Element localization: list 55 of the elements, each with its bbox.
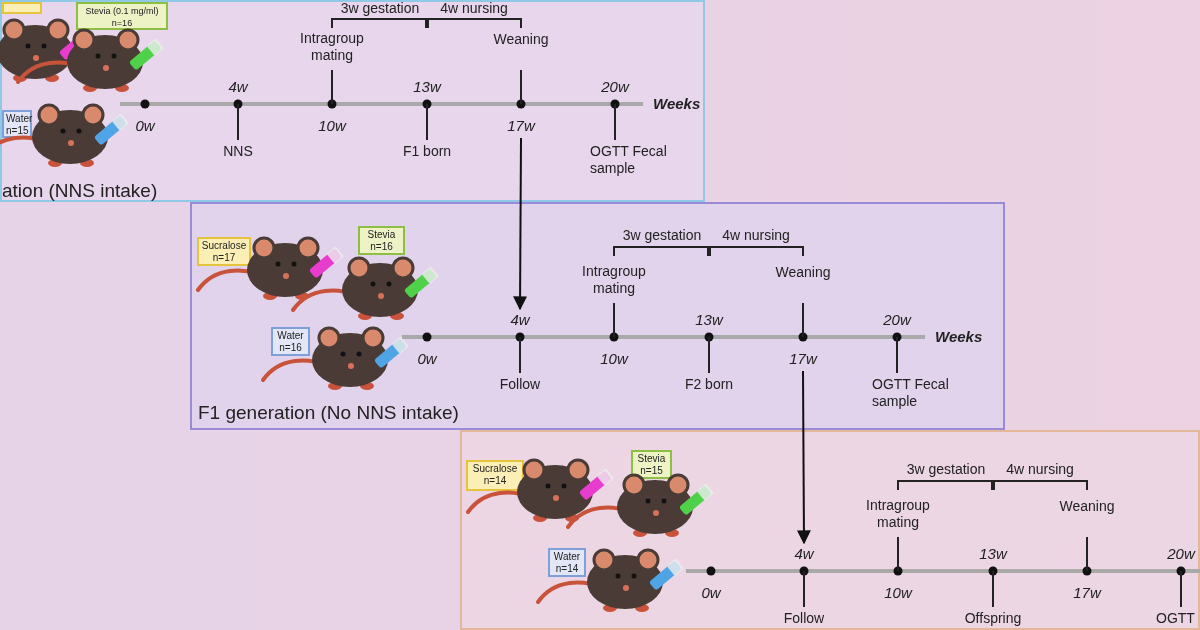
group-label-box: Water n=14 <box>548 548 586 577</box>
tick-label: 0w <box>417 350 437 367</box>
group-label-box: Sucralose n=14 <box>466 460 524 491</box>
panel-title: ation (NNS intake) <box>2 180 158 202</box>
event-label: Weaning <box>775 264 831 281</box>
group-label-box <box>2 2 42 14</box>
tick-label: 0w <box>701 584 721 601</box>
tick-label: 17w <box>789 350 817 367</box>
event-label: Weaning <box>493 31 549 48</box>
phase-label: 3w gestation <box>340 0 420 17</box>
event-label: OGTT Fecal sample <box>590 143 668 177</box>
panel-frame <box>190 202 1005 430</box>
event-label: F1 born <box>402 143 452 160</box>
event-label: Follow <box>499 376 541 393</box>
phase-label: 4w nursing <box>440 0 508 17</box>
event-label: OGTT Fecal sample <box>872 376 950 410</box>
phase-label: 4w nursing <box>722 227 790 244</box>
axis-label: Weeks <box>653 95 701 112</box>
tick-label: 17w <box>507 117 535 134</box>
group-label-box: Water n=15 <box>2 110 32 138</box>
tick-label: 20w <box>1167 545 1195 562</box>
event-label: Intragroup mating <box>299 30 365 64</box>
phase-label: 3w gestation <box>622 227 702 244</box>
event-label: OGTT <box>1156 610 1196 627</box>
tick-label: 10w <box>884 584 912 601</box>
tick-label: 10w <box>318 117 346 134</box>
event-label: Intragroup mating <box>581 263 647 297</box>
arrow <box>796 370 811 545</box>
event-label: Intragroup mating <box>865 497 931 531</box>
event-label: Offspring <box>964 610 1022 627</box>
group-label-box: Stevia n=16 <box>358 226 405 255</box>
tick-label: 0w <box>135 117 155 134</box>
event-label: Weaning <box>1059 498 1115 515</box>
tick-label: 17w <box>1073 584 1101 601</box>
tick-label: 20w <box>601 78 629 95</box>
group-label-box: Water n=16 <box>271 327 310 356</box>
arrow <box>513 137 528 311</box>
group-label-box: Sucralose n=17 <box>197 237 251 266</box>
tick-label: 13w <box>695 311 723 328</box>
tick-label: 13w <box>979 545 1007 562</box>
event-label: F2 born <box>684 376 734 393</box>
tick-label: 4w <box>794 545 814 562</box>
axis-label: Weeks <box>935 328 983 345</box>
tick-label: 4w <box>228 78 248 95</box>
tick-label: 4w <box>510 311 530 328</box>
tick-label: 20w <box>883 311 911 328</box>
event-label: Follow <box>783 610 825 627</box>
group-label-box: Stevia (0.1 mg/ml) n=16 <box>76 2 168 30</box>
tick-label: 13w <box>413 78 441 95</box>
panel-title: F1 generation (No NNS intake) <box>198 402 459 424</box>
phase-label: 3w gestation <box>906 461 986 478</box>
event-label: NNS <box>223 143 253 160</box>
phase-label: 4w nursing <box>1006 461 1074 478</box>
tick-label: 10w <box>600 350 628 367</box>
group-label-box: Stevia n=15 <box>631 450 672 479</box>
